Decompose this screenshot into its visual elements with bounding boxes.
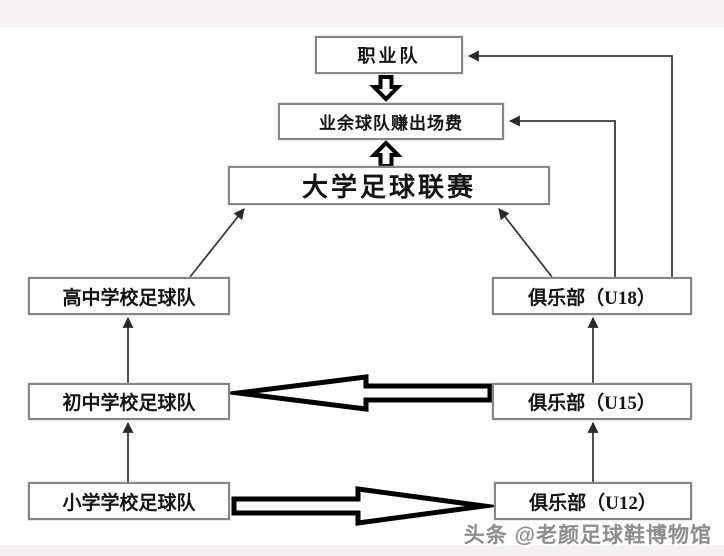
node-club-u15-label: 俱乐部（U15） <box>528 393 656 414</box>
arrow-hs-to-uni <box>189 208 245 278</box>
big-arrow-es-to-u12 <box>231 486 503 526</box>
arrow-u18-to-uni <box>498 208 553 278</box>
node-middle-school-team: 初中学校足球队 <box>28 383 230 420</box>
node-club-u18: 俱乐部（U18） <box>492 277 692 315</box>
node-elementary-school-team: 小学学校足球队 <box>28 482 230 520</box>
node-amateur-appearance-fee: 业余球队赚出场费 <box>278 103 504 140</box>
node-high-school-team-label: 高中学校足球队 <box>62 287 196 309</box>
block-arrow-pro-to-amateur <box>369 75 403 102</box>
node-amateur-appearance-fee-label: 业余球队赚出场费 <box>319 114 463 133</box>
node-club-u15: 俱乐部（U15） <box>492 383 692 420</box>
node-professional-team-label: 职业队 <box>357 46 421 66</box>
node-club-u12: 俱乐部（U12） <box>494 482 692 520</box>
big-arrow-u15-to-ms <box>217 374 493 412</box>
node-elementary-school-team-label: 小学学校足球队 <box>62 492 196 514</box>
block-arrow-uni-to-amateur <box>369 140 403 168</box>
bottom-margin-band <box>0 545 724 556</box>
node-university-league: 大学足球联赛 <box>228 166 550 205</box>
node-professional-team: 职业队 <box>315 36 463 74</box>
toutiao-watermark: 头条 @老颜足球鞋博物馆 <box>463 524 712 547</box>
node-high-school-team: 高中学校足球队 <box>28 277 230 315</box>
node-university-league-label: 大学足球联赛 <box>301 173 476 202</box>
top-margin-band <box>0 0 724 28</box>
node-middle-school-team-label: 初中学校足球队 <box>62 393 196 414</box>
node-club-u12-label: 俱乐部（U12） <box>529 492 657 514</box>
node-club-u18-label: 俱乐部（U18） <box>528 287 656 309</box>
